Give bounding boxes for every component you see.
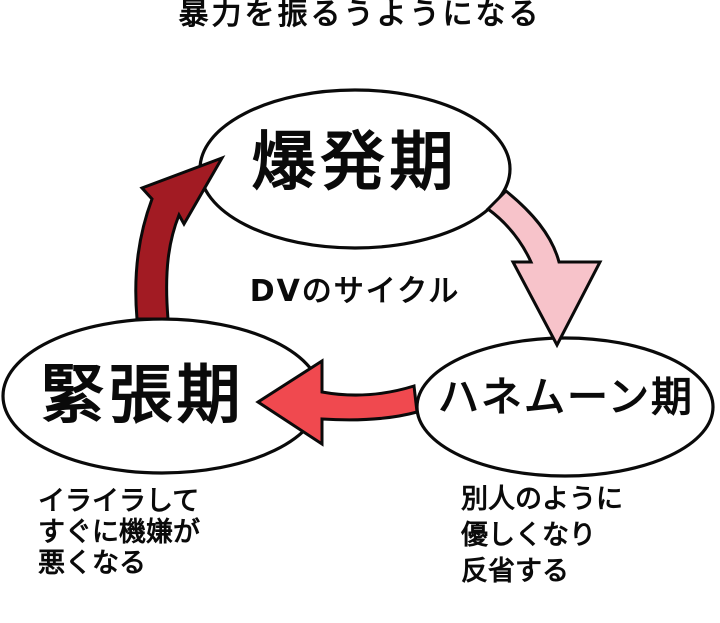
tension-caption-line-1: イライラして xyxy=(38,486,200,517)
honeymoon-caption-line-1: 別人のように xyxy=(461,484,623,515)
tension-caption: イライラして すぐに機嫌が 悪くなる xyxy=(38,486,200,579)
node-honeymoon-label: ハネムーン期 xyxy=(438,373,694,421)
honeymoon-caption: 別人のように 優しくなり 反省する xyxy=(461,482,623,590)
honeymoon-caption-line-3: 反省する xyxy=(461,556,569,587)
arrow-explosion-to-honeymoon xyxy=(485,188,603,349)
top-annotation: 暴力を振るうようになる xyxy=(178,0,542,32)
node-tension-label: 緊張期 xyxy=(40,359,245,433)
tension-caption-line-3: 悪くなる xyxy=(38,548,146,579)
node-explosion-label: 爆発期 xyxy=(251,126,459,200)
arrow-tension-to-explosion xyxy=(134,155,226,321)
tension-caption-line-2: すぐに機嫌が xyxy=(38,517,200,548)
cycle-title: DVのサイクル xyxy=(249,274,461,309)
honeymoon-caption-line-2: 優しくなり xyxy=(461,520,596,551)
arrow-honeymoon-to-tension xyxy=(255,358,419,447)
